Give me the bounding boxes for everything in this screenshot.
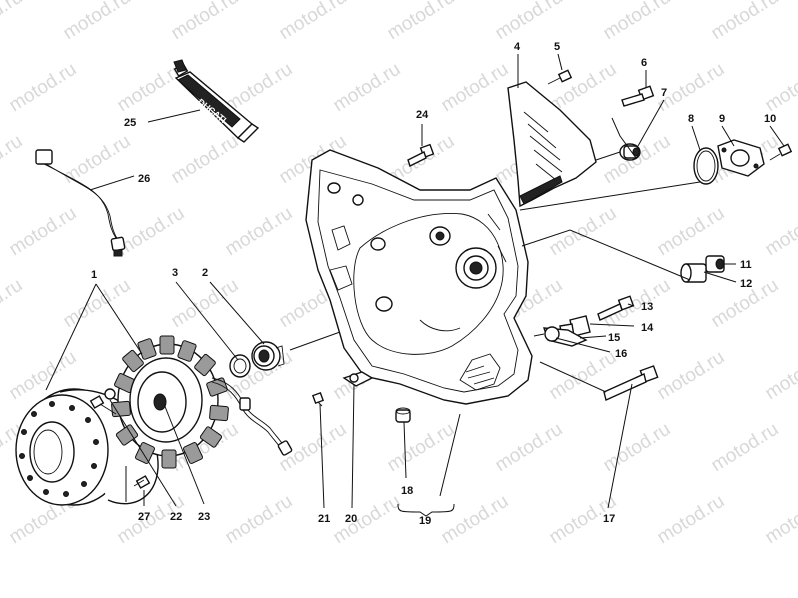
watermark-text: motod.ru <box>0 275 26 333</box>
watermark-text: motod.ru <box>654 347 729 405</box>
bearing <box>251 341 285 371</box>
watermark-text: motod.ru <box>168 131 243 189</box>
watermark-text: motod.ru <box>114 203 189 261</box>
wire-connector <box>35 149 126 257</box>
bush-7 <box>619 143 641 161</box>
callout-7: 7 <box>661 87 667 99</box>
watermark-text: motod.ru <box>600 275 675 333</box>
watermark-text: motod.ru <box>168 0 243 44</box>
watermark-text: motod.ru <box>0 0 26 44</box>
watermark-text: motod.ru <box>6 59 81 117</box>
watermark-text: motod.ru <box>6 203 81 261</box>
dowel-18 <box>395 407 411 423</box>
callout-2: 2 <box>202 267 208 279</box>
watermark-text: motod.ru <box>600 419 675 477</box>
callout-19: 19 <box>419 515 431 527</box>
watermark-text: motod.ru <box>330 491 405 549</box>
watermark-text: motod.ru <box>438 59 513 117</box>
watermark-text: motod.ru <box>762 203 798 261</box>
watermark-text: motod.ru <box>492 419 567 477</box>
watermark-text: motod.ru <box>60 0 135 44</box>
callout-labels: 1 2 3 4 5 6 7 8 9 10 11 12 13 14 15 16 1… <box>91 41 776 527</box>
callout-11: 11 <box>740 259 752 271</box>
rotor-flywheel <box>15 388 159 506</box>
bush-11 <box>705 255 725 273</box>
watermark-text: motod.ru <box>762 347 798 405</box>
watermark-text: motod.ru <box>546 203 621 261</box>
bracket-20 <box>342 371 374 387</box>
screw-17 <box>603 365 659 401</box>
flange-9 <box>717 139 765 177</box>
bush-12 <box>680 263 707 283</box>
watermark-text: motod.ru <box>600 131 675 189</box>
watermark-text: motod.ru <box>276 0 351 44</box>
watermark-text: motod.ru <box>222 203 297 261</box>
watermark-text: motod.ru <box>654 491 729 549</box>
callout-10: 10 <box>764 113 776 125</box>
alignment-lines <box>289 117 701 351</box>
callout-18: 18 <box>401 485 413 497</box>
callout-23: 23 <box>198 511 210 523</box>
o-ring-8 <box>693 147 719 185</box>
watermark-text: motod.ru <box>222 491 297 549</box>
watermark-text: motod.ru <box>762 491 798 549</box>
callout-20: 20 <box>345 513 357 525</box>
callout-21: 21 <box>318 513 330 525</box>
watermark-text: motod.ru <box>438 491 513 549</box>
callout-17: 17 <box>603 513 615 525</box>
callout-26: 26 <box>138 173 150 185</box>
callout-3: 3 <box>172 267 178 279</box>
rotor-screws <box>89 388 151 489</box>
callout-5: 5 <box>554 41 560 53</box>
watermark-text: motod.ru <box>708 0 783 44</box>
watermark-text: motod.ru <box>168 275 243 333</box>
screw-10 <box>769 143 793 161</box>
callout-4: 4 <box>514 41 521 53</box>
watermark-text: motod.ru <box>0 131 26 189</box>
oil-seal <box>229 354 251 378</box>
callout-14: 14 <box>641 322 654 334</box>
watermark-text: motod.ru <box>330 59 405 117</box>
watermark-text: motod.ru <box>654 203 729 261</box>
sprocket-cover <box>507 81 597 208</box>
watermark-text: motod.ru <box>600 0 675 44</box>
callout-6: 6 <box>641 57 647 69</box>
watermark-text: motod.ru <box>492 0 567 44</box>
watermark-text: motod.ru <box>384 0 459 44</box>
screw-5 <box>547 69 573 85</box>
generator-cover-casing <box>305 149 533 405</box>
callout-27: 27 <box>138 511 150 523</box>
screw-24 <box>407 143 435 167</box>
callout-12: 12 <box>740 278 752 290</box>
callout-25: 25 <box>124 117 136 129</box>
callout-13: 13 <box>641 301 653 313</box>
callout-1: 1 <box>91 269 97 281</box>
stator <box>111 335 293 469</box>
callout-8: 8 <box>688 113 694 125</box>
watermark-text: motod.ru <box>60 275 135 333</box>
sensor-15 <box>543 326 588 347</box>
callout-16: 16 <box>615 348 627 360</box>
callout-15: 15 <box>608 332 620 344</box>
callout-22: 22 <box>170 511 182 523</box>
callout-9: 9 <box>719 113 725 125</box>
callout-24: 24 <box>416 109 429 121</box>
screw-21 <box>311 391 325 407</box>
screw-13 <box>597 295 635 321</box>
watermark-text: motod.ru <box>708 419 783 477</box>
screw-6 <box>621 85 655 107</box>
watermark-text: motod.ru <box>762 59 798 117</box>
leader-lines <box>45 53 785 517</box>
